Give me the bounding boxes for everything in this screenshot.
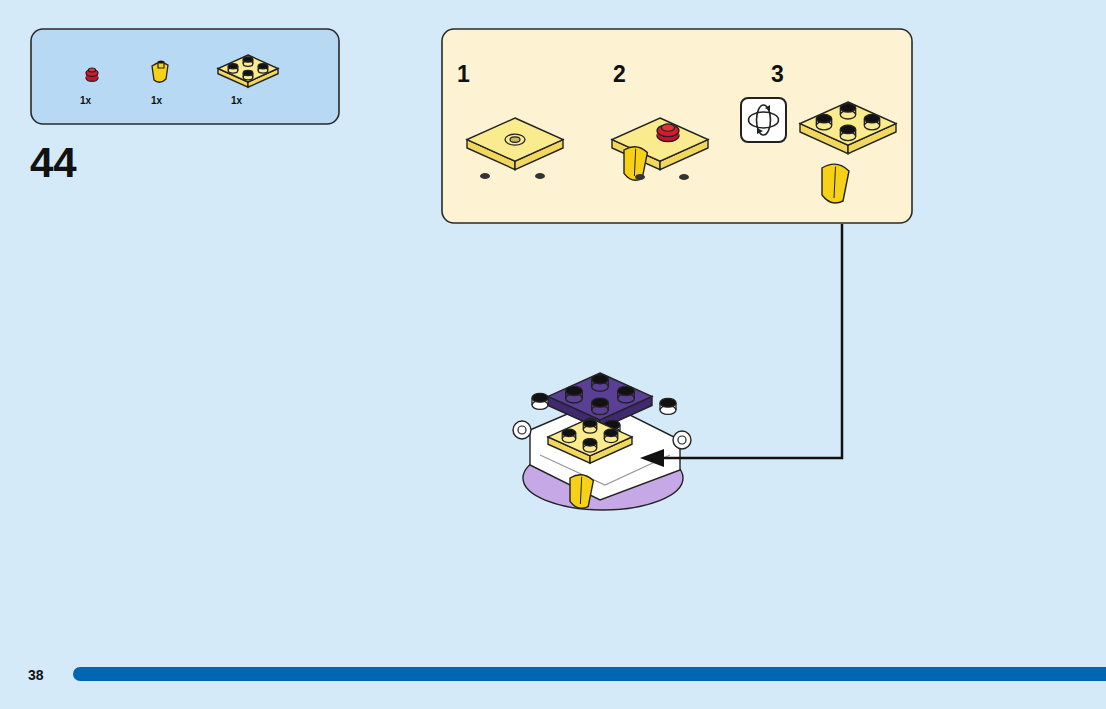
- step-number: 44: [30, 142, 77, 184]
- rotate-icon: [741, 98, 786, 142]
- parts-list-box: 1x 1x 1x: [30, 28, 340, 125]
- leader-line: [662, 224, 842, 458]
- sub-assembly-box: 1 2 3: [441, 28, 913, 224]
- step-number: 2: [613, 63, 626, 86]
- leader-arrow: [640, 449, 664, 467]
- box-outline: [441, 28, 913, 224]
- page-bar: [73, 667, 1106, 681]
- part-count: 1x: [151, 96, 162, 106]
- step-number: 3: [771, 63, 784, 86]
- box-outline: [30, 28, 340, 125]
- part-count: 1x: [231, 96, 242, 106]
- model-drawing: [513, 373, 691, 510]
- part-count: 1x: [80, 96, 91, 106]
- step-number: 1: [457, 63, 470, 86]
- page-number: 38: [28, 668, 44, 682]
